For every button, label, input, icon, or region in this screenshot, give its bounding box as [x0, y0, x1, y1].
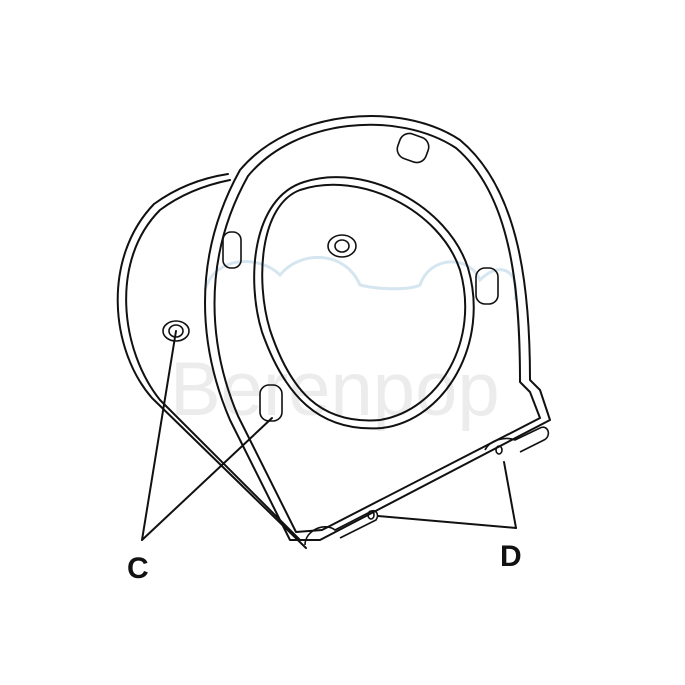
hole-c [162, 320, 190, 342]
buffer-left-top [222, 231, 242, 269]
watermark: Berenpop [170, 255, 518, 432]
svg-text:Berenpop: Berenpop [170, 347, 500, 432]
buffer-top [396, 132, 430, 164]
label-c: C [127, 552, 149, 585]
buffer-right [475, 267, 499, 305]
callout-d-lines [377, 461, 517, 529]
center-hole [327, 234, 357, 258]
seat-ring [204, 115, 551, 541]
label-d: D [500, 540, 522, 573]
buffer-left-bottom [259, 384, 283, 422]
callout-c-lines [141, 330, 273, 541]
hinge-right [484, 426, 550, 455]
